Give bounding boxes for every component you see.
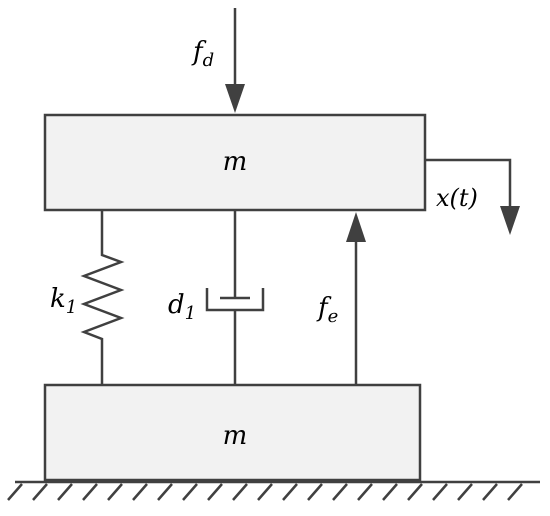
ground (7, 480, 540, 501)
ground-hatch-line (232, 483, 248, 501)
ground-hatch-line (107, 483, 123, 501)
ground-hatch-line (457, 483, 473, 501)
ground-hatch-line (282, 483, 298, 501)
actuator-force-label: fe (316, 293, 338, 327)
spring-label: k1 (50, 284, 77, 318)
ground-hatch-line (57, 483, 73, 501)
actuator-force-arrow (346, 212, 366, 385)
ground-hatch-line (157, 483, 173, 501)
disturbance-force-arrow (225, 8, 245, 113)
spring (80, 210, 125, 385)
upper-mass-label: m (223, 147, 248, 177)
ground-hatching (7, 483, 523, 501)
ground-hatch-line (407, 483, 423, 501)
lower-mass-label: m (223, 421, 248, 451)
ground-hatch-line (432, 483, 448, 501)
displacement-label: x(t) (436, 184, 478, 212)
damper-label: d1 (168, 290, 196, 324)
ground-hatch-line (82, 483, 98, 501)
ground-hatch-line (382, 483, 398, 501)
upper-mass-block (43, 113, 427, 212)
ground-hatch-line (7, 483, 23, 501)
ground-hatch-line (207, 483, 223, 501)
displacement-arrow (425, 158, 520, 235)
ground-hatch-line (307, 483, 323, 501)
damper (205, 210, 265, 385)
lower-mass-block (43, 383, 422, 482)
ground-hatch-line (132, 483, 148, 501)
ground-hatch-line (482, 483, 498, 501)
ground-hatch-line (32, 483, 48, 501)
ground-hatch-line (257, 483, 273, 501)
disturbance-force-label: fd (191, 37, 214, 71)
ground-hatch-line (357, 483, 373, 501)
ground-hatch-line (332, 483, 348, 501)
ground-hatch-line (507, 483, 523, 501)
ground-hatch-line (182, 483, 198, 501)
